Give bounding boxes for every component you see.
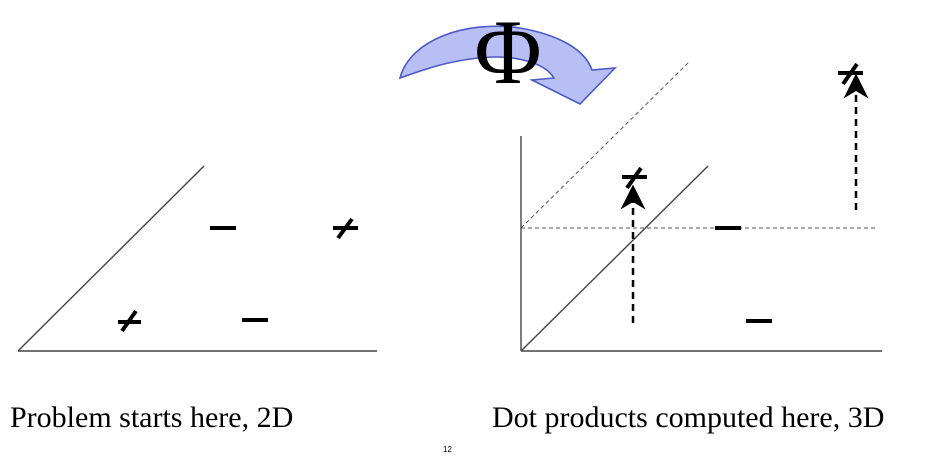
positive-marker-right-1: [622, 166, 647, 190]
left-diagonal-boundary: [17, 165, 205, 352]
lifted-diagonal-guide: [520, 60, 691, 229]
right-caption: Dot products computed here, 3D: [492, 401, 885, 434]
left-caption: Problem starts here, 2D: [10, 401, 294, 434]
positive-marker-right-2: [838, 62, 863, 86]
right-diagonal-boundary: [520, 165, 709, 352]
right-3d-panel: [520, 60, 882, 352]
positive-marker-left-2: [333, 217, 358, 240]
positive-marker-left-1: [118, 309, 141, 333]
curved-arrow-icon: [398, 25, 618, 105]
left-2d-panel: [17, 165, 377, 352]
page-number: 12: [443, 445, 452, 454]
mapping-symbol: Φ: [474, 1, 541, 103]
